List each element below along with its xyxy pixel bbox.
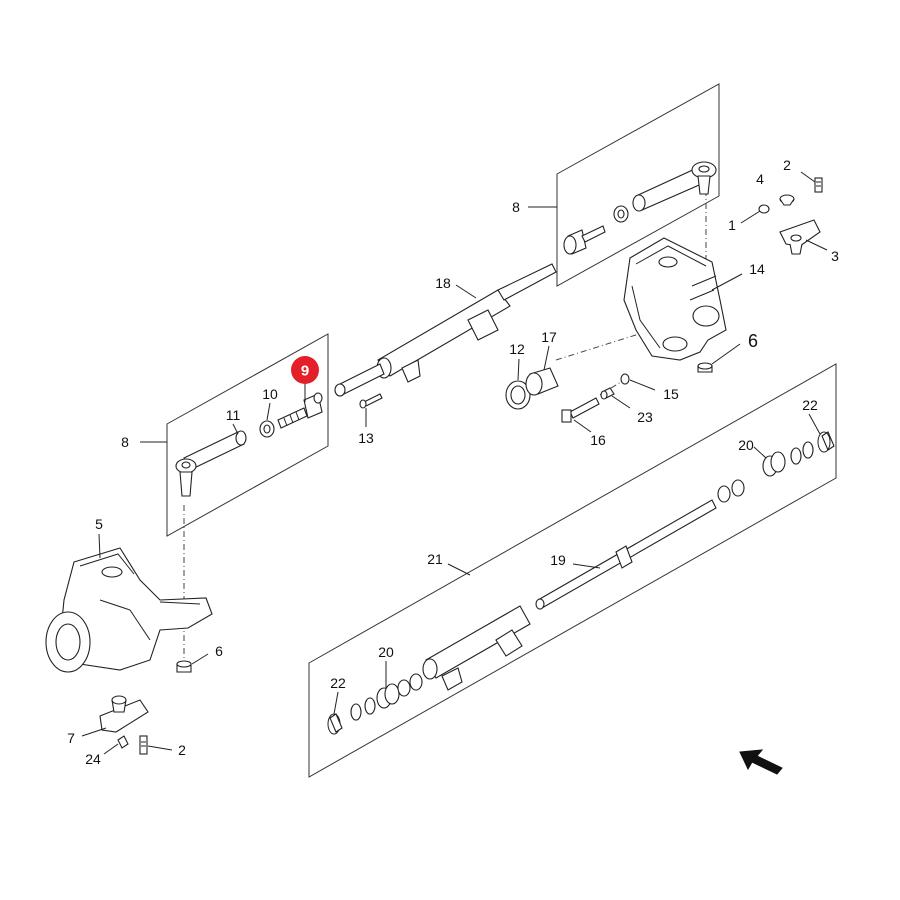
label-21[interactable]: 21 — [427, 551, 443, 567]
bolt-2-upper[interactable] — [814, 177, 823, 193]
bolt-2-lower[interactable] — [139, 735, 148, 755]
cylinder-barrel[interactable] — [422, 605, 531, 691]
highlight-badge — [291, 356, 319, 384]
label-1[interactable]: 1 — [728, 217, 736, 233]
label-15[interactable]: 15 — [663, 386, 679, 402]
washer-15[interactable] — [620, 373, 630, 385]
highlight-badge-label[interactable]: 9 — [301, 363, 309, 380]
label-19[interactable]: 19 — [550, 552, 566, 568]
steering-knuckle-14[interactable] — [623, 237, 727, 361]
label-6-lower[interactable]: 6 — [215, 643, 223, 659]
label-8-lower[interactable]: 8 — [121, 434, 129, 450]
ball-joint-upper[interactable] — [563, 225, 606, 255]
label-16[interactable]: 16 — [590, 432, 606, 448]
label-4[interactable]: 4 — [756, 171, 764, 187]
tie-rod-end-lower[interactable] — [175, 430, 247, 497]
steering-cylinder-18[interactable] — [334, 263, 557, 397]
cap-4[interactable] — [779, 194, 795, 206]
label-5[interactable]: 5 — [95, 516, 103, 532]
tie-rod-end-upper[interactable] — [632, 161, 717, 212]
leader-lines — [81, 171, 828, 755]
label-20-left[interactable]: 20 — [378, 644, 394, 660]
wheel-hub-knuckle-5[interactable] — [45, 547, 213, 673]
label-7[interactable]: 7 — [67, 730, 75, 746]
bracket-7[interactable] — [99, 695, 149, 733]
label-12[interactable]: 12 — [509, 341, 525, 357]
label-14[interactable]: 14 — [749, 261, 765, 277]
group-frame-21 — [308, 363, 837, 778]
snap-ring-22-left[interactable] — [327, 713, 343, 735]
label-10[interactable]: 10 — [262, 386, 278, 402]
label-17[interactable]: 17 — [541, 329, 557, 345]
snap-ring-22-right[interactable] — [817, 431, 835, 453]
piston-rod-19[interactable] — [535, 499, 717, 610]
washer-1[interactable] — [758, 204, 770, 214]
fitting-24[interactable] — [117, 735, 129, 749]
seal-12[interactable] — [505, 380, 531, 410]
nut-6-lower[interactable] — [176, 660, 192, 673]
bolt-13[interactable] — [359, 393, 383, 409]
label-6-upper[interactable]: 6 — [748, 331, 758, 351]
seal-kit-20-right[interactable] — [717, 441, 814, 503]
bracket-3[interactable] — [779, 219, 821, 255]
label-23[interactable]: 23 — [637, 409, 653, 425]
label-24[interactable]: 24 — [85, 751, 101, 767]
group-frame-8-lower — [166, 333, 329, 537]
bushing-17[interactable] — [525, 367, 559, 396]
bolt-16[interactable] — [561, 397, 600, 423]
nut-upper[interactable] — [613, 205, 629, 223]
label-13[interactable]: 13 — [358, 430, 374, 446]
ball-joint-9[interactable] — [277, 392, 323, 429]
label-2-lower[interactable]: 2 — [178, 742, 186, 758]
nut-6-upper[interactable] — [697, 362, 713, 373]
label-22-left[interactable]: 22 — [330, 675, 346, 691]
label-18[interactable]: 18 — [435, 275, 451, 291]
label-22-right[interactable]: 22 — [802, 397, 818, 413]
label-11[interactable]: 11 — [226, 407, 241, 423]
label-20-right[interactable]: 20 — [738, 437, 754, 453]
label-8-upper[interactable]: 8 — [512, 199, 520, 215]
label-2-upper[interactable]: 2 — [783, 157, 791, 173]
label-3[interactable]: 3 — [831, 248, 839, 264]
group-frame-8-upper — [556, 83, 720, 287]
nut-10[interactable] — [259, 420, 275, 438]
seal-kit-20-left[interactable] — [350, 673, 423, 721]
arrow-up-left-icon — [739, 749, 783, 775]
spacer-23[interactable] — [600, 387, 615, 400]
